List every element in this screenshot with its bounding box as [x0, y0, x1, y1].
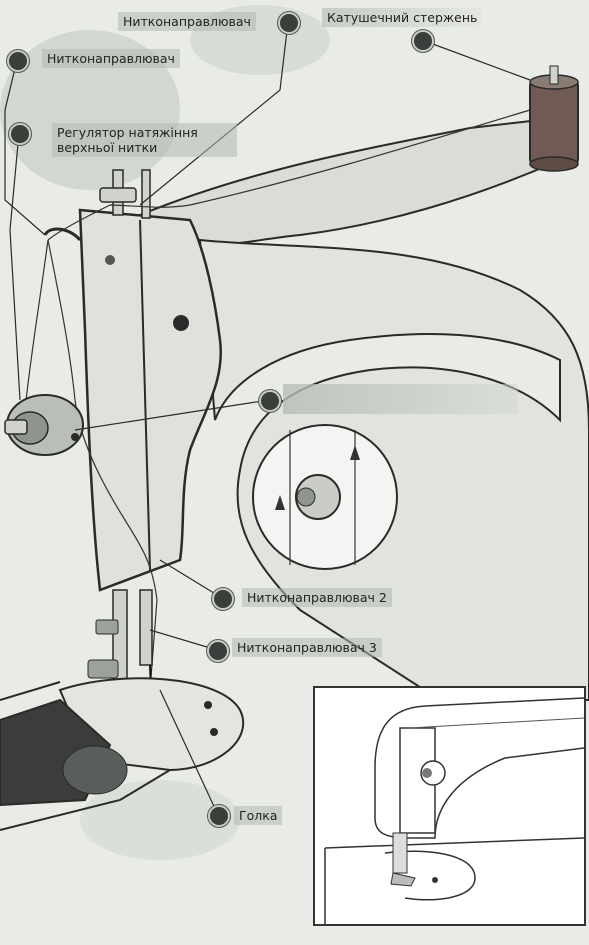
- inset-detail: [313, 686, 586, 926]
- bed: [0, 681, 171, 831]
- marker-thread-guide-top: [278, 12, 300, 34]
- inset-illustration: [324, 697, 585, 924]
- label-spool-pin: Катушечний стержень: [322, 8, 483, 27]
- marker-thread-guide-3: [207, 640, 229, 662]
- marker-thread-guide-2: [212, 588, 234, 610]
- marker-thread-guide-left: [7, 50, 29, 72]
- machine-body: [198, 238, 589, 701]
- thread-guide-left: [43, 227, 82, 242]
- label-thread-guide-2: Нитконаправлювач 2: [242, 588, 392, 607]
- panel-screw: [173, 315, 189, 331]
- panel-edge: [139, 219, 151, 571]
- tension-regulator: [4, 394, 84, 456]
- label-thread-guide-3: Нитконаправлювач 3: [232, 638, 382, 657]
- spool: [529, 79, 579, 166]
- label-tension-regulator: Регулятор натяжіння верхньої нитки: [52, 123, 237, 157]
- spool-pin: [549, 65, 559, 85]
- head-panel: [78, 208, 223, 592]
- label-hidden: [283, 384, 518, 414]
- label-thread-guide-top: Нитконаправлювач: [118, 12, 256, 31]
- marker-needle: [208, 805, 230, 827]
- label-needle: Голка: [234, 806, 283, 825]
- marker-hidden-label: [259, 390, 281, 412]
- marker-spool-pin: [412, 30, 434, 52]
- label-thread-guide-left: Нитконаправлювач: [42, 49, 180, 68]
- machine-arm: [137, 118, 562, 246]
- detail-circle: [252, 424, 398, 570]
- marker-tension-regulator: [9, 123, 31, 145]
- leader-lines: [4, 21, 531, 816]
